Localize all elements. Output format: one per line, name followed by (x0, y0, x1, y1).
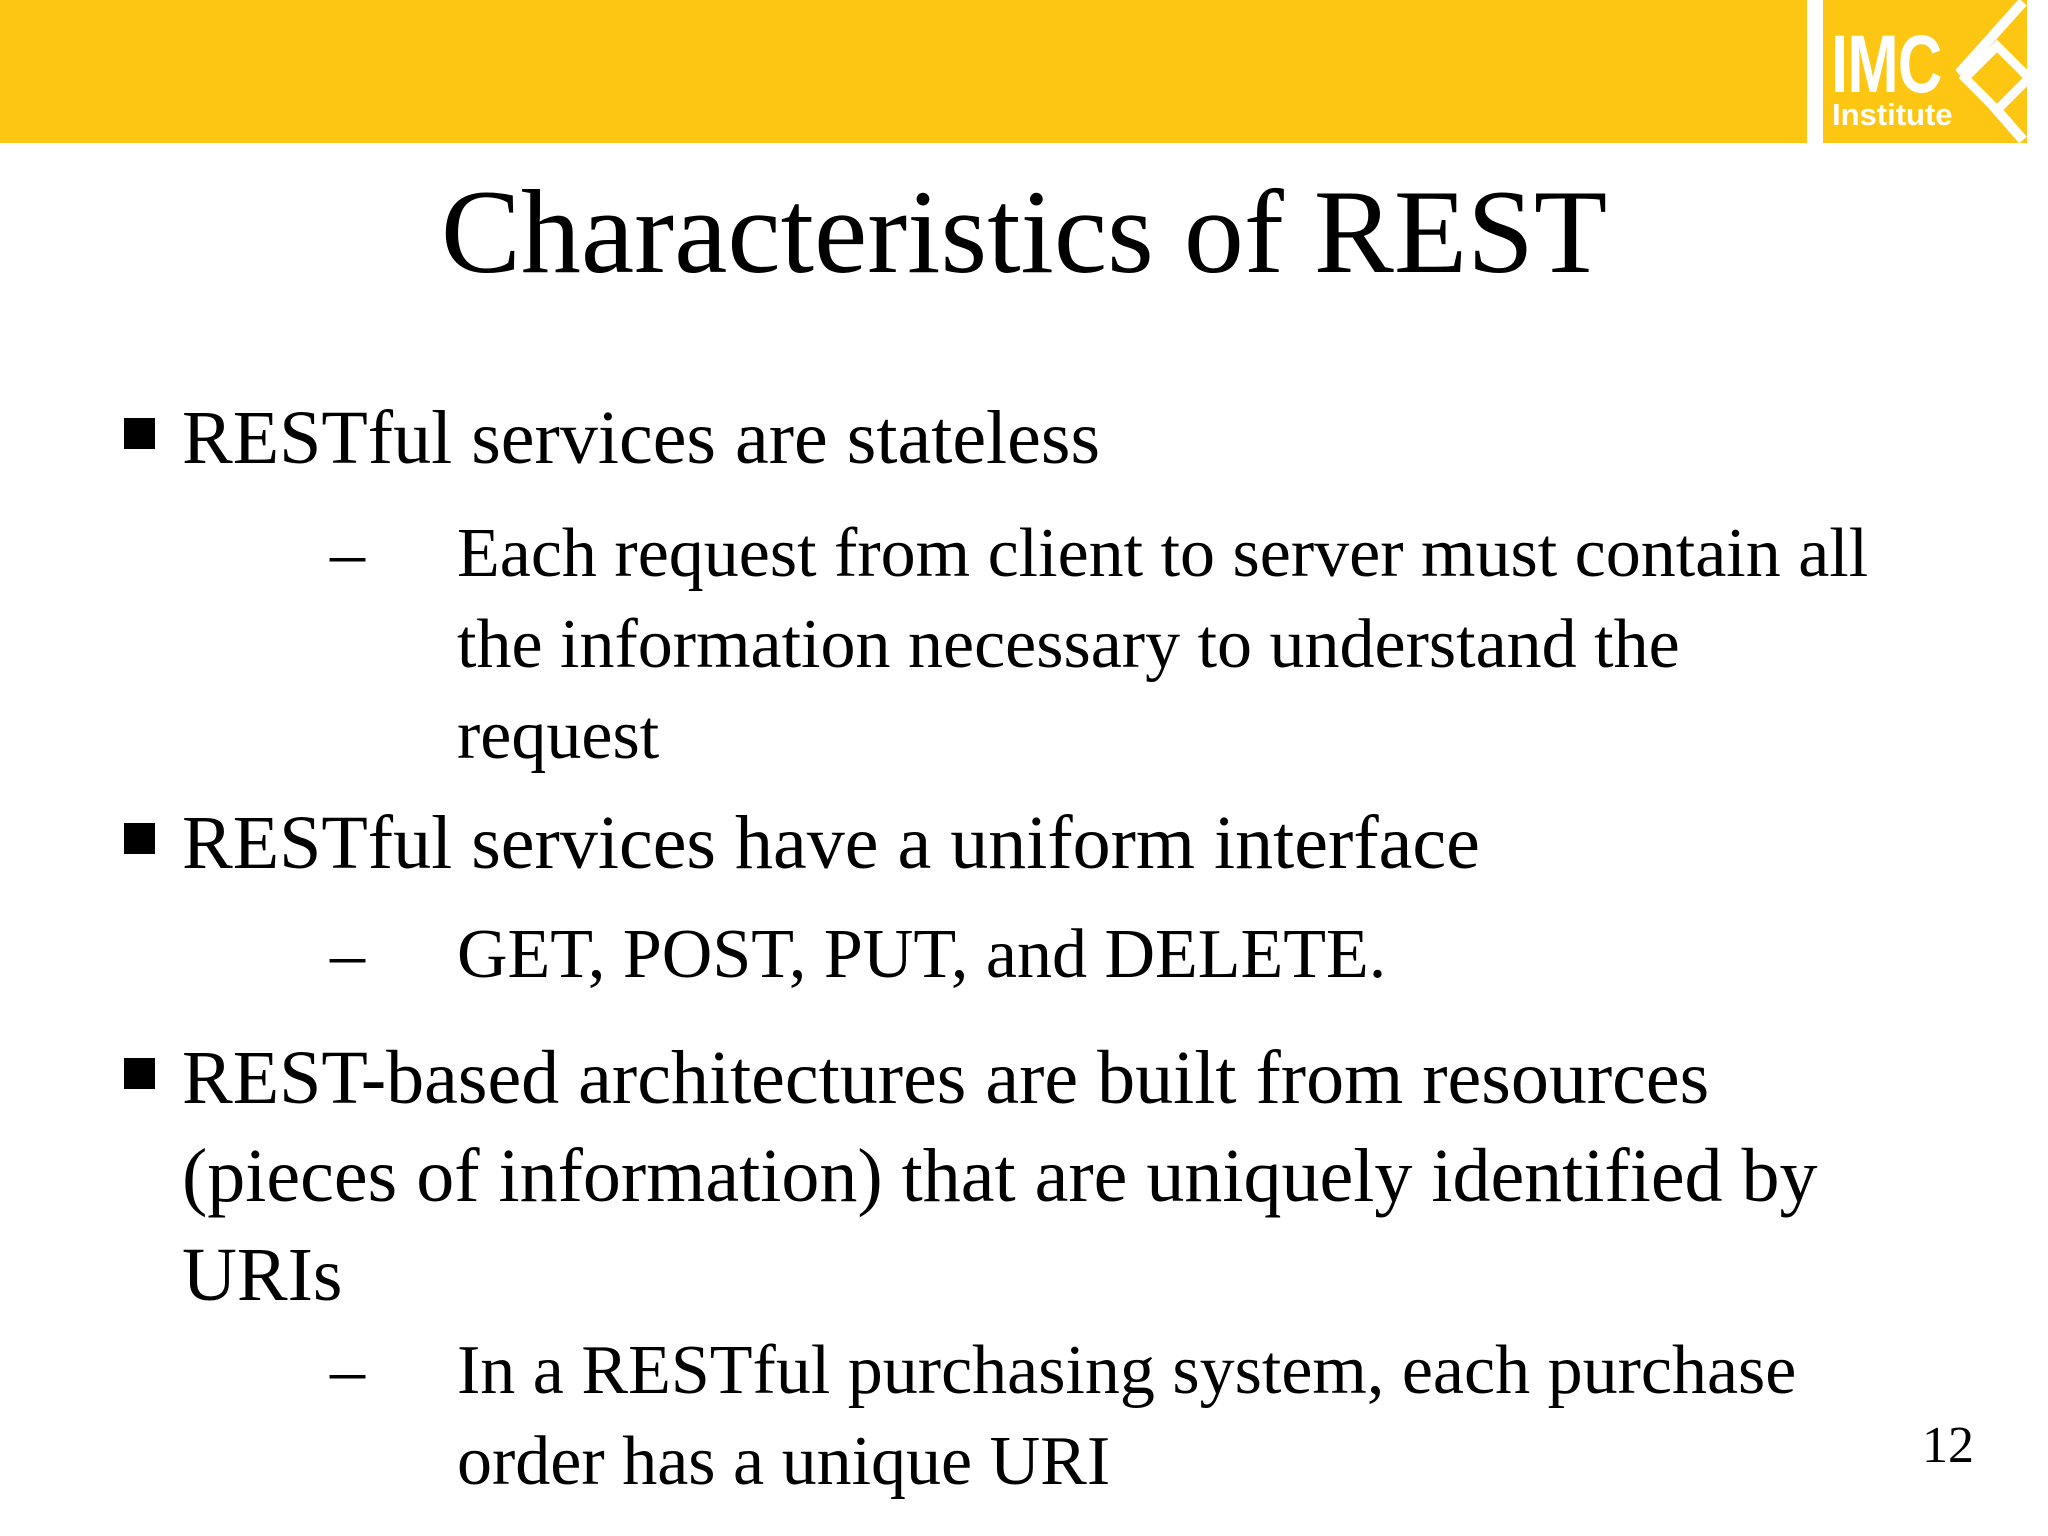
sub-bullet-item: – In a RESTful purchasing system, each p… (330, 1325, 2048, 1507)
sub-bullet-text: In a RESTful purchasing system, each pur… (457, 1331, 1797, 1500)
logo-subtext: Institute (1832, 97, 1953, 132)
bullet-item: RESTful services have a uniform interfac… (124, 794, 2048, 893)
bullet-item: RESTful services are stateless (124, 389, 2048, 488)
square-bullet-icon (124, 822, 155, 854)
dash-bullet-icon: – (330, 514, 365, 592)
bullet-text: RESTful services are stateless (182, 396, 1101, 480)
square-bullet-icon (124, 418, 155, 449)
dash-bullet-icon: – (330, 1331, 365, 1409)
bullet-item: REST-based architectures are built from … (124, 1029, 2048, 1325)
page-number: 12 (1922, 1417, 1974, 1474)
imc-institute-logo: IMC Institute (1823, 0, 2027, 143)
sub-bullet-text: Each request from client to server must … (457, 514, 1869, 774)
dash-bullet-icon: – (330, 915, 365, 993)
square-bullet-icon (124, 1057, 155, 1089)
bullet-text: REST-based architectures are built from … (182, 1035, 1818, 1318)
sub-bullet-item: – GET, POST, PUT, and DELETE. (330, 909, 2048, 1000)
sub-bullet-item: – Each request from client to server mus… (330, 508, 2048, 781)
header-banner (0, 0, 1807, 143)
bullet-text: RESTful services have a uniform interfac… (182, 800, 1480, 885)
slide-title: Characteristics of REST (440, 165, 1608, 298)
slide-body: RESTful services are stateless – Each re… (0, 389, 2048, 1507)
logo-text: IMC (1831, 19, 1942, 110)
sub-bullet-text: GET, POST, PUT, and DELETE. (457, 915, 1387, 993)
logo-chevron-icon (1955, 0, 2027, 143)
